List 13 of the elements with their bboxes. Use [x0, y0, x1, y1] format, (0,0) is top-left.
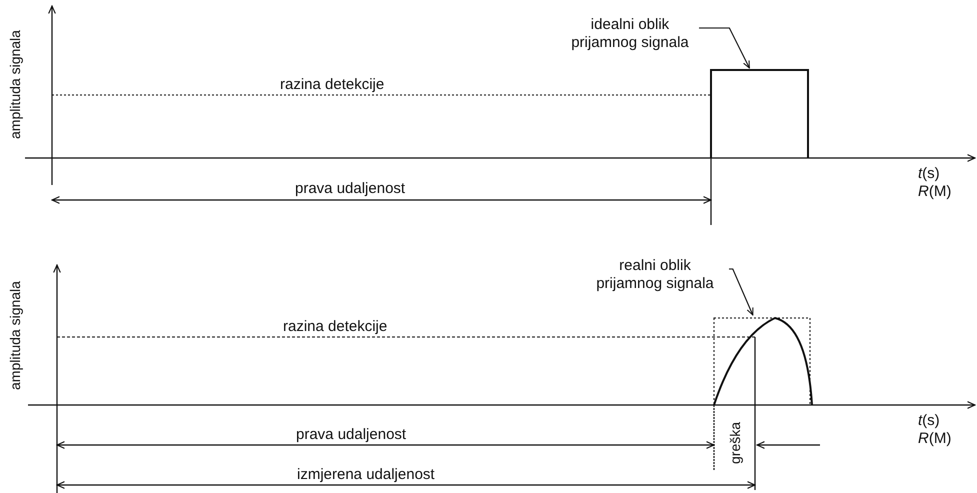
dimension-label: izmjerena udaljenost — [297, 466, 435, 484]
callout-text: idealni oblik prijamnog signala — [570, 16, 690, 52]
axis-unit-label: t(s) — [918, 412, 940, 430]
dimension-label: prava udaljenost — [295, 180, 406, 198]
level-label: razina detekcije — [283, 318, 388, 336]
axis-unit-label: t(s) — [918, 165, 940, 183]
leader-line — [699, 27, 750, 68]
axis-unit-label: R(M) — [918, 430, 952, 448]
level-label: razina detekcije — [280, 76, 384, 94]
callout-text: realni oblik prijamnog signala — [595, 257, 715, 293]
axis-unit-label: R(M) — [918, 183, 952, 201]
dimension-label: prava udaljenost — [296, 426, 406, 444]
leader-line — [729, 268, 754, 316]
